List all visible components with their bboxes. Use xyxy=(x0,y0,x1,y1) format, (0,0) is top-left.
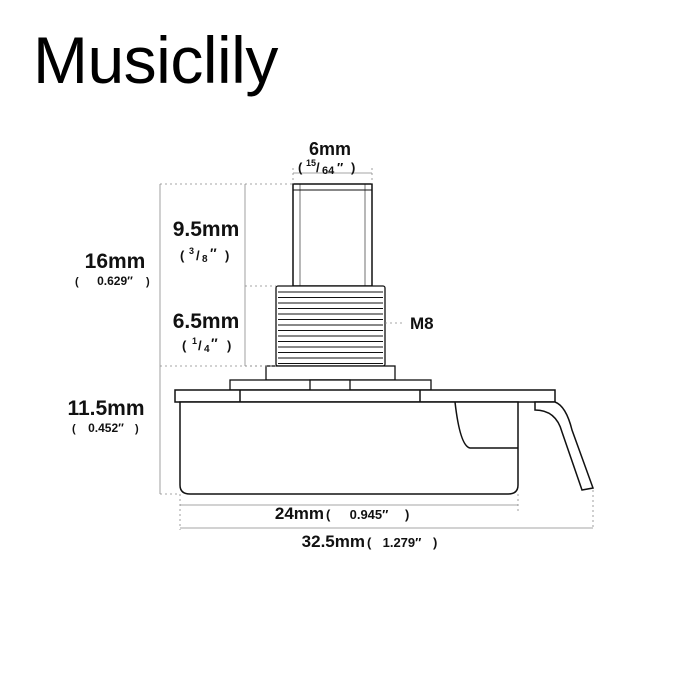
threaded-bushing xyxy=(275,285,386,367)
solder-lug xyxy=(534,401,595,491)
svg-text:0.629″: 0.629″ xyxy=(97,274,133,288)
shaft xyxy=(292,183,373,287)
label-shaft-length: 9.5mm ( 3 / 8 ″ ) xyxy=(173,218,240,265)
label-thread-size: M8 xyxy=(410,314,434,333)
dimension-guides xyxy=(160,168,594,530)
svg-text:8: 8 xyxy=(202,254,208,265)
svg-text:9.5mm: 9.5mm xyxy=(173,218,240,241)
svg-text:32.5mm: 32.5mm xyxy=(302,532,365,551)
svg-text:24mm: 24mm xyxy=(275,504,324,523)
svg-text:): ) xyxy=(225,248,229,263)
label-total-height: 16mm ( 0.629″ ) xyxy=(75,250,150,288)
svg-text:″: ″ xyxy=(210,245,217,261)
svg-text:): ) xyxy=(227,338,231,353)
label-body-width: 24mm ( 0.945″ ) xyxy=(275,504,409,523)
svg-text:6mm: 6mm xyxy=(309,139,351,159)
svg-text:): ) xyxy=(146,276,150,288)
svg-text:/: / xyxy=(198,338,202,353)
svg-text:/: / xyxy=(316,160,320,175)
svg-text:(: ( xyxy=(326,507,331,522)
label-total-width: 32.5mm ( 1.279″ ) xyxy=(302,532,438,551)
svg-text:(: ( xyxy=(72,423,76,435)
label-body-height: 11.5mm ( 0.452″ ) xyxy=(67,397,144,435)
svg-text:11.5mm: 11.5mm xyxy=(67,397,144,420)
svg-text:(: ( xyxy=(182,338,187,353)
svg-text:4: 4 xyxy=(204,344,210,355)
svg-text:/: / xyxy=(196,248,200,263)
brand-logo: Musiclily xyxy=(33,23,278,97)
svg-text:16mm: 16mm xyxy=(85,250,146,273)
svg-text:M8: M8 xyxy=(410,314,434,333)
svg-text:): ) xyxy=(405,507,409,522)
svg-text:0.945″: 0.945″ xyxy=(350,507,389,522)
svg-text:1.279″: 1.279″ xyxy=(383,535,422,550)
svg-text:(: ( xyxy=(298,160,303,175)
svg-text:): ) xyxy=(135,423,139,435)
svg-text:): ) xyxy=(351,160,355,175)
svg-text:(: ( xyxy=(75,276,79,288)
svg-text:1: 1 xyxy=(192,336,197,346)
pot-body xyxy=(174,389,556,495)
svg-text:15: 15 xyxy=(306,158,316,168)
dimension-lines xyxy=(159,172,593,529)
svg-text:): ) xyxy=(433,535,437,550)
svg-text:″: ″ xyxy=(211,335,218,351)
label-shaft-diameter: 6mm ( 15 / 64 ″ ) xyxy=(298,139,355,177)
svg-text:(: ( xyxy=(367,535,372,550)
svg-text:0.452″: 0.452″ xyxy=(88,421,124,435)
svg-text:(: ( xyxy=(180,248,185,263)
svg-text:″: ″ xyxy=(337,160,343,175)
svg-text:3: 3 xyxy=(189,246,194,256)
svg-text:6.5mm: 6.5mm xyxy=(173,310,240,333)
label-thread-length: 6.5mm ( 1 / 4 ″ ) xyxy=(173,310,240,355)
svg-text:64: 64 xyxy=(322,165,335,177)
